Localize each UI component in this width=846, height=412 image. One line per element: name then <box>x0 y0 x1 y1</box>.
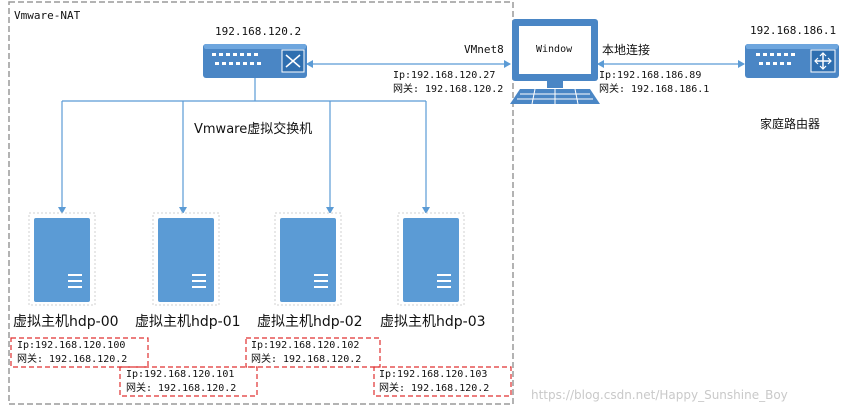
vmnet8-gateway: 网关: 192.168.120.2 <box>393 84 504 95</box>
switch-icon <box>203 44 307 78</box>
local-ip: Ip:192.168.186.89 <box>599 70 702 81</box>
vm-name-hdp-01: 虚拟主机hdp-01 <box>135 314 241 330</box>
switch-ip-label: 192.168.120.2 <box>215 25 302 38</box>
local-connection-label: 本地连接 <box>602 43 651 57</box>
vm-gateway-hdp-03: 网关: 192.168.120.2 <box>379 383 490 394</box>
router-icon <box>745 44 839 78</box>
vm-gateway-hdp-01: 网关: 192.168.120.2 <box>126 383 237 394</box>
vm-ip-hdp-03: Ip:192.168.120.103 <box>379 369 488 380</box>
local-ip-info: Ip:192.168.186.89 网关: 192.168.186.1 <box>599 69 709 97</box>
router-ip-label: 192.168.186.1 <box>750 24 837 37</box>
connection-lines <box>58 60 745 214</box>
vm-name-hdp-00: 虚拟主机hdp-00 <box>13 314 119 330</box>
server-icon-hdp-03 <box>397 212 465 306</box>
window-screen-label: Window <box>536 44 573 55</box>
vm-gateway-hdp-02: 网关: 192.168.120.2 <box>251 354 362 365</box>
vm-ip-hdp-00: Ip:192.168.120.100 <box>17 340 126 351</box>
switch-label: Vmware虚拟交换机 <box>194 122 313 137</box>
vm-ip-info-hdp-01: Ip:192.168.120.101 网关: 192.168.120.2 <box>126 368 236 396</box>
vm-ip-info-hdp-02: Ip:192.168.120.102 网关: 192.168.120.2 <box>251 339 361 367</box>
watermark: https://blog.csdn.net/Happy_Sunshine_Boy <box>531 388 788 402</box>
vm-ip-hdp-02: Ip:192.168.120.102 <box>251 340 360 351</box>
ip-box-hdp-01 <box>119 366 258 397</box>
server-icon-hdp-02 <box>274 212 342 306</box>
vmnet8-label: VMnet8 <box>464 43 504 56</box>
vm-ip-info-hdp-03: Ip:192.168.120.103 网关: 192.168.120.2 <box>379 368 489 396</box>
vm-gateway-hdp-00: 网关: 192.168.120.2 <box>17 354 128 365</box>
vm-ip-info-hdp-00: Ip:192.168.120.100 网关: 192.168.120.2 <box>17 339 127 367</box>
vm-ip-hdp-01: Ip:192.168.120.101 <box>126 369 235 380</box>
ip-box-hdp-02 <box>245 337 381 368</box>
nat-box-label: Vmware-NAT <box>14 9 81 22</box>
ip-box-hdp-00 <box>10 337 149 368</box>
nat-boundary <box>8 1 514 405</box>
router-label: 家庭路由器 <box>760 117 821 131</box>
vmnet8-ip: Ip:192.168.120.27 <box>393 70 496 81</box>
vm-name-hdp-03: 虚拟主机hdp-03 <box>380 314 486 330</box>
server-icon-hdp-01 <box>152 212 220 306</box>
vm-name-hdp-02: 虚拟主机hdp-02 <box>257 314 363 330</box>
local-gateway: 网关: 192.168.186.1 <box>599 84 710 95</box>
monitor-icon <box>510 19 600 105</box>
server-icon-hdp-00 <box>28 212 96 306</box>
vmnet8-ip-info: Ip:192.168.120.27 网关: 192.168.120.2 <box>393 69 503 97</box>
ip-box-hdp-03 <box>373 366 512 397</box>
